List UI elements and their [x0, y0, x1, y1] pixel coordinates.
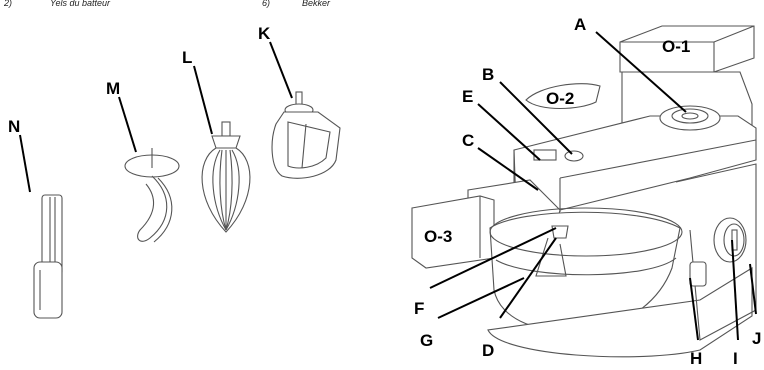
label-N: N — [8, 117, 20, 136]
leader-K — [269, 41, 293, 99]
header-right-text: Bekker — [302, 0, 331, 8]
label-M: M — [106, 79, 120, 98]
stand-mixer-drawing — [411, 25, 757, 358]
leader-G — [437, 277, 525, 319]
whisk-drawing — [201, 121, 251, 233]
label-H: H — [690, 349, 702, 368]
label-D: D — [482, 341, 494, 360]
leader-D — [499, 237, 557, 319]
dough-hook-drawing — [124, 148, 180, 243]
label-C: C — [462, 131, 474, 150]
leader-J — [749, 263, 757, 315]
label-G: G — [420, 331, 433, 350]
leader-E — [477, 103, 541, 161]
label-F: F — [414, 299, 424, 318]
label-B: B — [482, 65, 494, 84]
label-A: A — [574, 15, 586, 34]
label-J: J — [752, 329, 761, 348]
leader-N — [19, 134, 31, 193]
leader-C — [477, 147, 539, 191]
leader-B — [499, 81, 573, 155]
label-K: K — [258, 24, 271, 43]
leader-A — [595, 31, 687, 113]
label-O-2: O-2 — [546, 89, 574, 108]
header-left-number: 2) — [3, 0, 12, 8]
spatula-drawing — [33, 194, 63, 319]
label-O-1: O-1 — [662, 37, 690, 56]
leader-I — [731, 239, 739, 341]
label-L: L — [182, 48, 192, 67]
label-I: I — [733, 349, 738, 368]
k-beater-drawing — [271, 91, 341, 179]
header-left-text: Yels du batteur — [50, 0, 111, 8]
header-right-number: 6) — [262, 0, 270, 8]
leader-H — [689, 277, 699, 341]
leader-L — [193, 65, 213, 135]
label-E: E — [462, 87, 473, 106]
leader-F — [429, 227, 557, 289]
leader-M — [118, 96, 137, 153]
label-O-3: O-3 — [424, 227, 452, 246]
